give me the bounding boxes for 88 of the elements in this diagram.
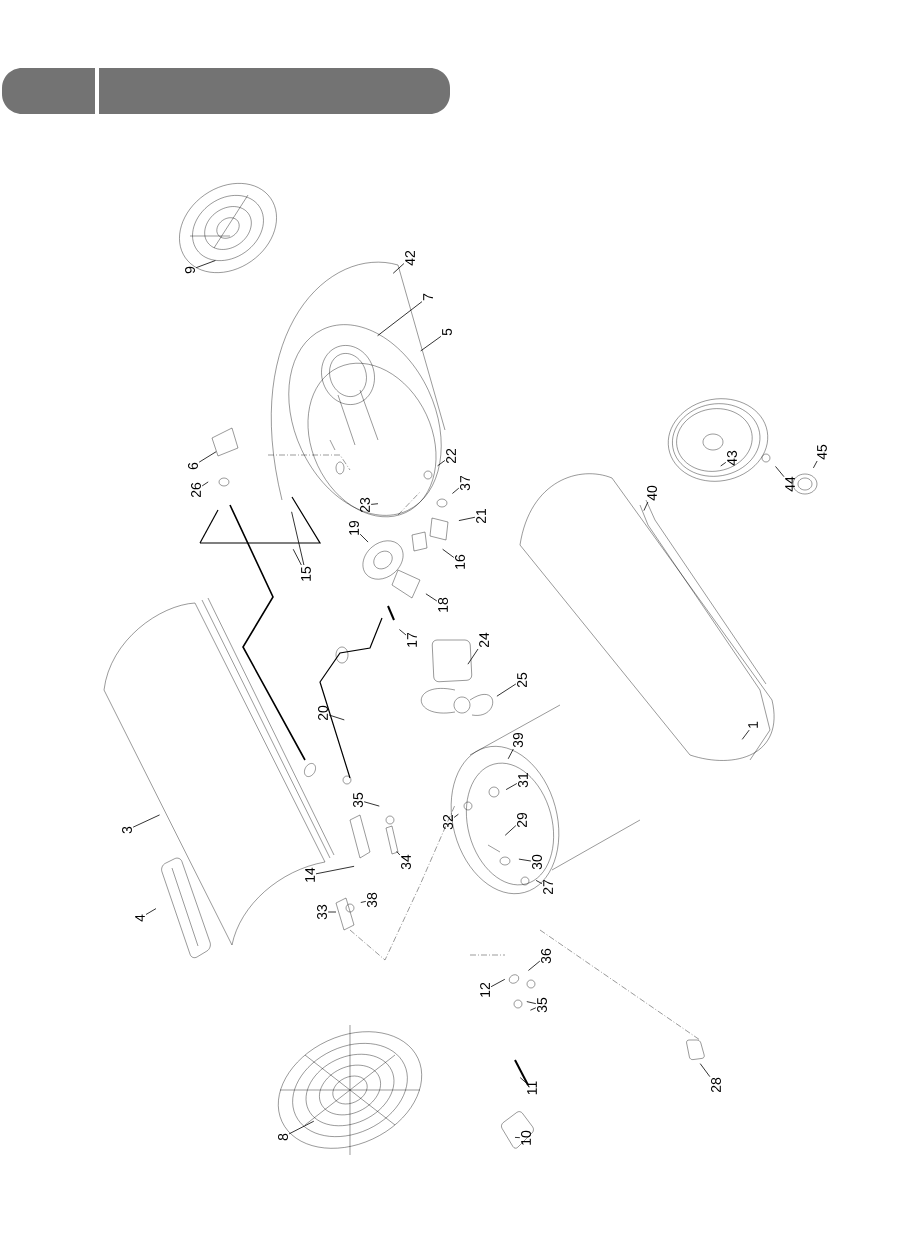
leader-line (496, 683, 517, 697)
leader-line (363, 801, 380, 807)
callout-number: 27 (543, 879, 553, 895)
leader-line (514, 1137, 521, 1139)
leader-line (813, 460, 818, 469)
callout-number: 28 (711, 1077, 721, 1093)
callout-number: 21 (476, 508, 486, 524)
callout-number: 44 (785, 476, 795, 492)
callout-number: 40 (647, 485, 657, 501)
leader-line (327, 911, 337, 913)
callout-number: 19 (349, 520, 359, 535)
callout-number: 43 (727, 450, 737, 466)
leader-line (504, 825, 517, 836)
leader-line (741, 729, 750, 740)
leader-line (198, 451, 217, 463)
callout-number: 42 (405, 250, 415, 266)
leader-line (458, 516, 476, 521)
leader-line (132, 814, 160, 828)
callout-number: 5 (442, 328, 452, 336)
leader-line (530, 1007, 537, 1011)
callout-number: 16 (455, 554, 465, 569)
callout-number: 36 (541, 948, 551, 964)
callout-number: 8 (278, 1133, 288, 1141)
leader-line (315, 865, 355, 875)
leader-line (528, 960, 541, 971)
callout-number: 31 (518, 772, 528, 788)
leader-line (467, 648, 479, 665)
leader-line (201, 481, 209, 487)
callout-number: 9 (185, 266, 195, 274)
callout-number: 3 (122, 826, 132, 834)
callout-number: 35 (353, 792, 363, 808)
leader-line (328, 714, 345, 721)
leader-line (437, 460, 446, 467)
callout-number: 34 (401, 854, 411, 870)
leader-line (360, 901, 367, 903)
callout-number: 29 (517, 812, 527, 828)
callout-number: 39 (513, 732, 523, 748)
leader-line (490, 978, 506, 988)
callout-number: 23 (360, 497, 370, 513)
callout-number: 10 (521, 1130, 531, 1145)
leader-line (699, 1063, 711, 1078)
callout-number: 6 (188, 462, 198, 470)
leader-line (292, 548, 302, 566)
leader-line (453, 813, 459, 818)
callout-number: 17 (407, 632, 417, 647)
callout-number: 20 (318, 705, 328, 721)
leader-line (195, 260, 216, 269)
callout-number: 25 (517, 672, 527, 688)
callout-number: 38 (367, 892, 377, 908)
leader-line (518, 858, 532, 862)
callout-number: 45 (817, 444, 827, 460)
callout-number: 30 (532, 854, 542, 870)
leader-line (519, 1077, 527, 1084)
leader-line (720, 461, 727, 467)
leader-line (399, 629, 407, 636)
callout-number: 15 (301, 566, 311, 581)
leader-line (425, 593, 438, 602)
callout-number: 12 (480, 982, 490, 997)
callout-number: 26 (191, 482, 201, 498)
callout-number: 4 (135, 914, 145, 922)
leader-line (288, 1120, 315, 1135)
callout-number: 33 (317, 904, 327, 920)
leader-line (370, 503, 379, 505)
leader-line (420, 336, 442, 352)
leader-line (507, 748, 514, 760)
leader-line (775, 466, 785, 478)
leader-line (526, 1001, 537, 1005)
leader-line (145, 908, 157, 915)
leader-line (396, 850, 401, 856)
leader-line (442, 548, 455, 558)
leader-line (643, 501, 649, 511)
leader-line (505, 783, 518, 790)
callout-number: 35 (537, 997, 547, 1013)
callout-number: 14 (305, 867, 315, 882)
leader-line (359, 533, 369, 543)
leader-line (535, 880, 543, 885)
leader-line (377, 301, 423, 337)
callout-number: 18 (438, 597, 448, 612)
leader-line (291, 511, 305, 566)
callout-number: 7 (423, 293, 433, 301)
callout-number: 11 (527, 1081, 537, 1095)
callout-number: 24 (479, 632, 489, 648)
callout-number: 37 (460, 475, 470, 491)
callout-number: 32 (443, 814, 453, 830)
leader-line (452, 487, 460, 494)
leader-line (392, 263, 405, 274)
callout-number: 1 (748, 721, 758, 728)
callout-number: 22 (446, 448, 456, 464)
